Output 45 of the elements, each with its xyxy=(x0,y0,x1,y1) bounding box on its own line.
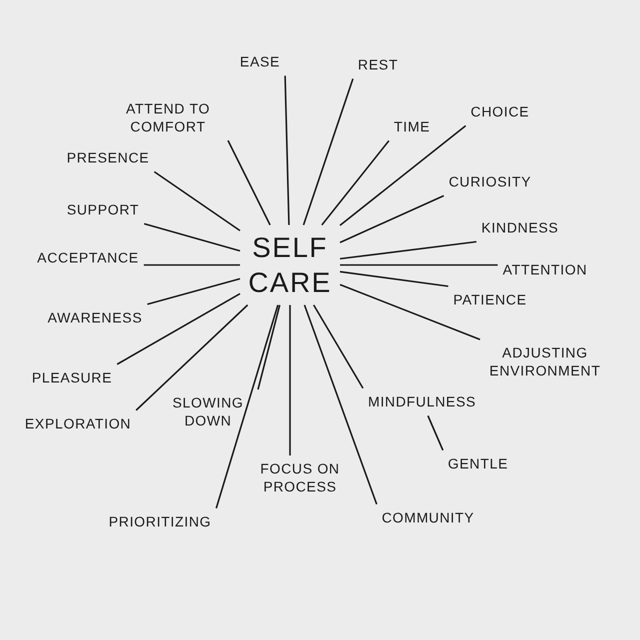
connector-line xyxy=(340,264,498,266)
topic-word: PRESENCE xyxy=(66,149,150,167)
connector-line xyxy=(427,415,444,451)
topic-word: CURIOSITY xyxy=(448,173,532,191)
topic-word: KINDNESS xyxy=(481,219,559,237)
topic-word: ATTEND TO COMFORT xyxy=(113,100,223,136)
connector-line xyxy=(147,278,240,306)
topic-word: PRIORITIZING xyxy=(108,513,212,531)
connector-line xyxy=(116,293,240,365)
topic-word: REST xyxy=(358,56,398,74)
topic-word: ATTENTION xyxy=(502,261,588,279)
topic-word: SLOWING DOWN xyxy=(163,394,253,430)
topic-word: EASE xyxy=(240,53,280,71)
connector-line xyxy=(144,264,240,266)
topic-word: AWARENESS xyxy=(48,309,142,327)
topic-word: ADJUSTING ENVIRONMENT xyxy=(485,344,605,380)
topic-word: FOCUS ON PROCESS xyxy=(240,460,360,496)
topic-word: CHOICE xyxy=(470,103,530,121)
connector-line xyxy=(313,304,364,389)
connector-line xyxy=(302,78,354,226)
topic-word: COMMUNITY xyxy=(382,509,474,527)
topic-word: ACCEPTANCE xyxy=(37,249,139,267)
topic-word: EXPLORATION xyxy=(24,415,132,433)
connector-line xyxy=(257,304,280,390)
connector-line xyxy=(216,304,279,508)
topic-word: SUPPORT xyxy=(66,201,140,219)
topic-word: MINDFULNESS xyxy=(368,393,476,411)
connector-line xyxy=(340,195,444,244)
connector-line xyxy=(340,284,480,340)
connector-line xyxy=(340,125,466,226)
central-topic: SELF CARE xyxy=(245,230,335,300)
connector-line xyxy=(321,140,390,226)
connector-line xyxy=(227,140,271,226)
connector-line xyxy=(144,222,240,252)
topic-word: GENTLE xyxy=(448,455,508,473)
connector-line xyxy=(136,304,248,411)
topic-word: TIME xyxy=(394,118,430,136)
connector-line xyxy=(154,171,240,232)
topic-word: PATIENCE xyxy=(453,291,527,309)
topic-word: PLEASURE xyxy=(32,369,112,387)
connector-line xyxy=(304,304,378,505)
connector-line xyxy=(340,270,448,288)
connector-line xyxy=(284,76,290,226)
connector-line xyxy=(340,240,476,260)
connector-line xyxy=(289,305,291,456)
